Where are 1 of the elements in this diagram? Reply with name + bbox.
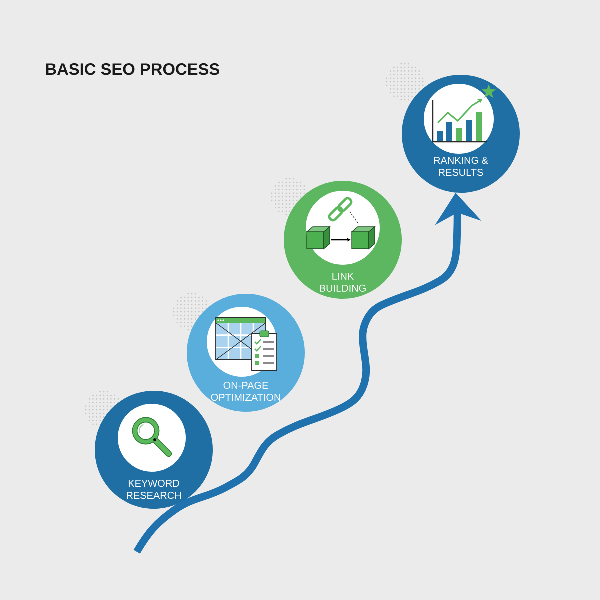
title: BASIC SEO PROCESS: [46, 64, 220, 76]
